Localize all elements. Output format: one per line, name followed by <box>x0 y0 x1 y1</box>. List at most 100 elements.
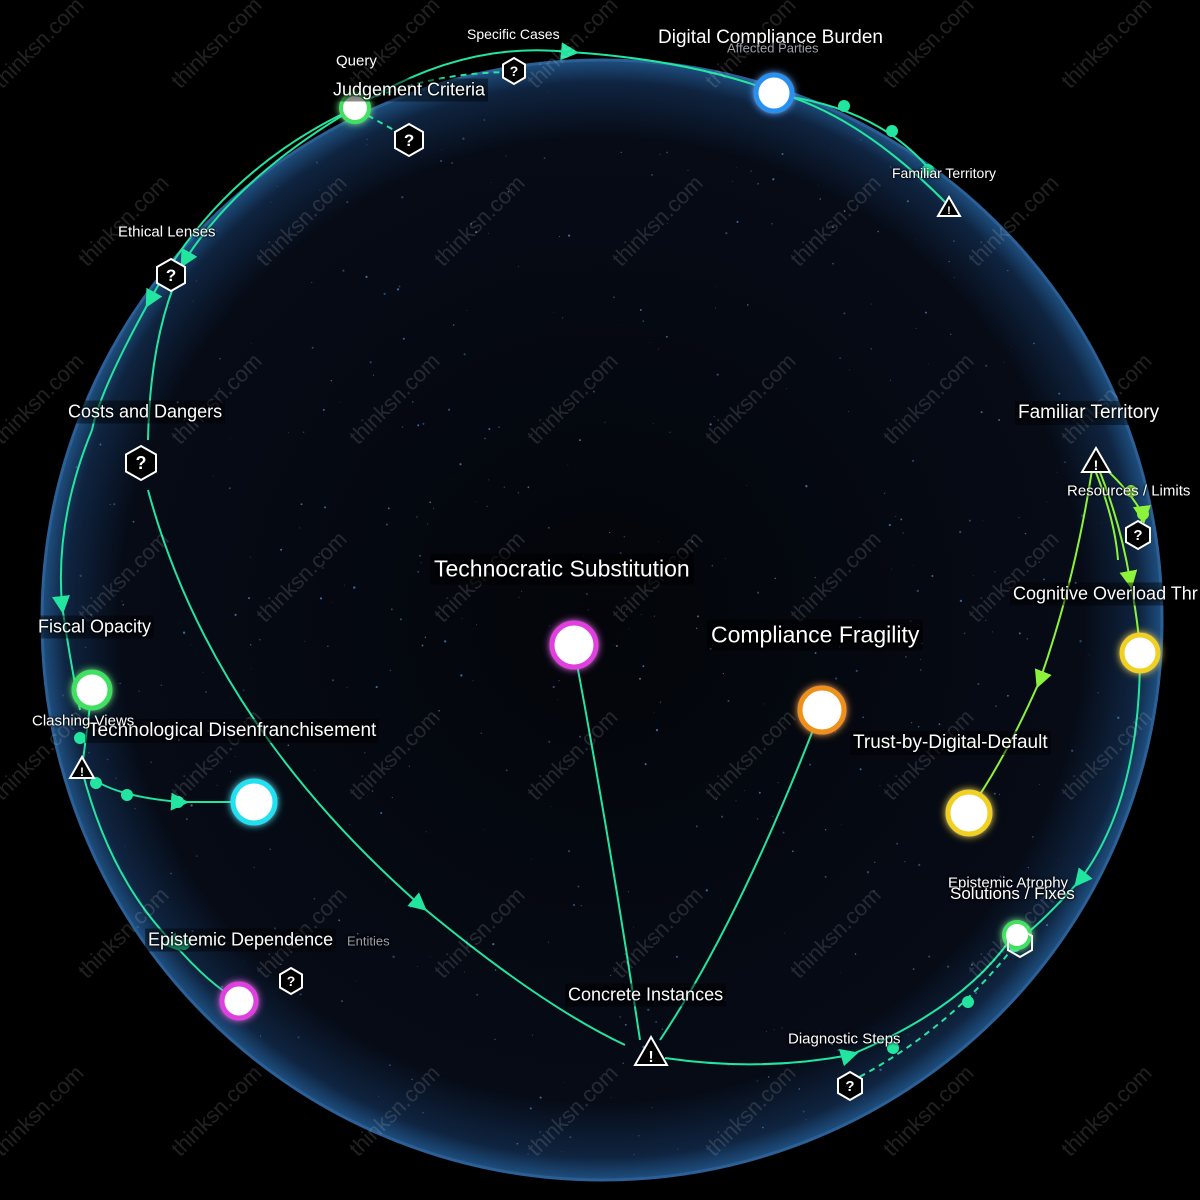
warning-icon[interactable]: ! <box>633 1034 669 1066</box>
star <box>843 312 846 315</box>
node-epistemic-dependence[interactable] <box>219 981 259 1021</box>
star <box>1090 490 1092 492</box>
star <box>824 829 827 831</box>
star <box>488 479 490 481</box>
star <box>349 824 351 826</box>
question-icon[interactable]: ? <box>394 122 424 158</box>
star <box>90 613 93 616</box>
star <box>567 234 571 237</box>
star <box>115 777 117 779</box>
edge-concrete-to-compliance <box>659 711 821 1041</box>
star <box>314 769 316 771</box>
star <box>633 926 635 928</box>
star <box>819 198 821 200</box>
star <box>474 501 476 502</box>
star <box>558 680 560 682</box>
node-fiscal-opacity[interactable] <box>71 669 113 711</box>
edge-clashing-to-dependence <box>81 769 239 1001</box>
star <box>134 808 136 810</box>
star <box>835 677 838 680</box>
star <box>642 320 645 322</box>
star <box>835 731 837 733</box>
star <box>460 674 463 677</box>
star <box>725 232 728 235</box>
star <box>948 260 950 263</box>
star <box>638 1135 640 1137</box>
svg-text:!: ! <box>947 205 951 217</box>
star <box>917 725 920 728</box>
edge-rim-left-upper-2 <box>147 107 356 441</box>
star <box>919 658 921 660</box>
node-compliance-fragility[interactable] <box>797 685 847 735</box>
node-digital-compliance-burden[interactable] <box>753 72 795 114</box>
star <box>837 1049 840 1051</box>
star <box>507 191 510 193</box>
node-trust-by-digital-default[interactable] <box>945 789 993 837</box>
star <box>1058 860 1060 861</box>
star <box>1064 461 1066 464</box>
star <box>1056 472 1058 474</box>
question-icon[interactable]: ? <box>502 56 526 86</box>
star <box>253 866 255 869</box>
star <box>655 1021 657 1023</box>
star <box>883 492 886 494</box>
star <box>695 825 698 828</box>
star <box>903 748 905 750</box>
star <box>1003 361 1005 363</box>
star <box>139 625 143 628</box>
star <box>287 744 290 747</box>
star <box>771 223 773 225</box>
star <box>814 576 817 579</box>
star <box>190 644 192 646</box>
star <box>191 930 194 933</box>
star <box>476 993 479 996</box>
star <box>658 348 659 350</box>
warning-icon[interactable]: ! <box>68 754 96 779</box>
node-technological-disenfranchisement[interactable] <box>230 778 278 826</box>
star <box>300 503 303 506</box>
star <box>995 705 997 707</box>
question-icon[interactable]: ? <box>837 1070 863 1102</box>
question-icon[interactable]: ? <box>125 444 157 482</box>
star <box>221 985 223 988</box>
star <box>444 640 447 643</box>
svg-text:?: ? <box>404 131 414 150</box>
star <box>132 520 135 523</box>
star <box>1039 739 1042 742</box>
star <box>928 955 931 958</box>
star <box>440 159 443 163</box>
star <box>364 752 366 754</box>
star <box>396 288 400 291</box>
question-icon[interactable]: ? <box>279 966 303 996</box>
star <box>905 656 907 658</box>
solutions-hex-icon[interactable] <box>1007 927 1033 959</box>
node-judgement-criteria[interactable] <box>339 92 371 124</box>
star <box>952 240 955 243</box>
star <box>322 408 325 411</box>
star <box>727 1064 729 1066</box>
star <box>849 369 851 371</box>
star <box>1007 269 1009 272</box>
star <box>756 818 759 820</box>
star <box>896 842 899 845</box>
star <box>1010 346 1012 348</box>
question-icon[interactable]: ? <box>1125 519 1151 551</box>
node-technocratic-substitution[interactable] <box>549 620 599 670</box>
star <box>383 292 386 295</box>
star <box>735 800 737 802</box>
star <box>408 765 411 767</box>
star <box>567 850 571 853</box>
star <box>715 798 718 801</box>
star <box>615 644 618 648</box>
warning-icon[interactable]: ! <box>1080 446 1112 473</box>
label-fiscal-opacity: Fiscal Opacity <box>35 615 155 639</box>
star <box>950 333 952 335</box>
warning-icon[interactable]: ! <box>936 195 962 217</box>
star <box>270 201 272 203</box>
question-icon[interactable]: ? <box>156 257 186 293</box>
star <box>119 682 121 685</box>
star <box>938 723 941 726</box>
node-cognitive-overload[interactable] <box>1119 632 1161 674</box>
star <box>84 646 87 648</box>
